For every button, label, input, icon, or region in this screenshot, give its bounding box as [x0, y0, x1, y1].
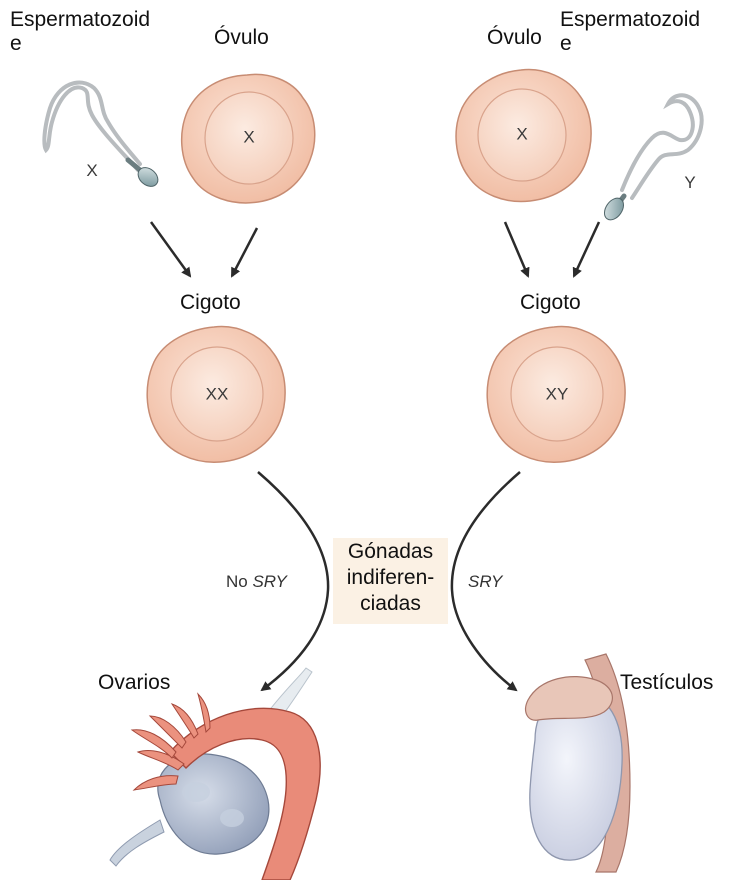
gonads-line3: ciadas: [333, 592, 448, 616]
ovaries-label: Ovarios: [98, 671, 170, 695]
arrow-sperm-left-to-zygote: [151, 222, 190, 276]
sperm-right: [601, 95, 702, 223]
sperm-label-right-line2: e: [560, 32, 700, 56]
zygote-label-left: Cigoto: [180, 291, 241, 315]
testis-illustration: [526, 654, 630, 872]
sperm-chromosome-left: X: [86, 161, 97, 180]
egg-label-left: Óvulo: [214, 26, 269, 50]
sperm-label-left-line2: e: [10, 32, 150, 56]
no-sry-gene: SRY: [252, 572, 286, 591]
sperm-left: [44, 82, 161, 190]
egg-cell-left: X: [182, 74, 315, 203]
arrow-sperm-right-to-zygote: [574, 222, 599, 276]
zygote-left: XX: [147, 327, 285, 463]
zygote-right: XY: [487, 327, 625, 463]
zygote-chromosomes-left: XX: [206, 384, 229, 403]
egg-cell-right: X: [456, 70, 591, 202]
fertilization-arrows: [151, 222, 599, 276]
undifferentiated-gonads-box: Gónadas indiferen- ciadas: [333, 538, 448, 624]
egg-chromosome-right: X: [516, 124, 527, 143]
sperm-label-left: Espermatozoid e: [10, 8, 150, 56]
egg-chromosome-left: X: [243, 127, 254, 146]
sperm-label-left-line1: Espermatozoid: [10, 8, 150, 32]
gonads-line1: Gónadas: [333, 540, 448, 564]
sry-gene: SRY: [468, 572, 502, 591]
no-sry-prefix: No: [226, 572, 248, 591]
no-sry-label: No SRY: [226, 572, 287, 592]
arrow-egg-left-to-zygote: [232, 228, 257, 276]
sperm-chromosome-right: Y: [684, 173, 695, 192]
zygote-label-right: Cigoto: [520, 291, 581, 315]
zygote-chromosomes-right: XY: [546, 384, 569, 403]
sry-label: SRY: [468, 572, 502, 592]
sperm-label-right: Espermatozoid e: [560, 8, 700, 56]
gonads-line2: indiferen-: [333, 566, 448, 590]
sperm-label-right-line1: Espermatozoid: [560, 8, 700, 32]
ovary-illustration: [110, 668, 320, 880]
egg-label-right: Óvulo: [487, 26, 542, 50]
arrow-egg-right-to-zygote: [505, 222, 528, 276]
testes-label: Testículos: [620, 671, 713, 695]
